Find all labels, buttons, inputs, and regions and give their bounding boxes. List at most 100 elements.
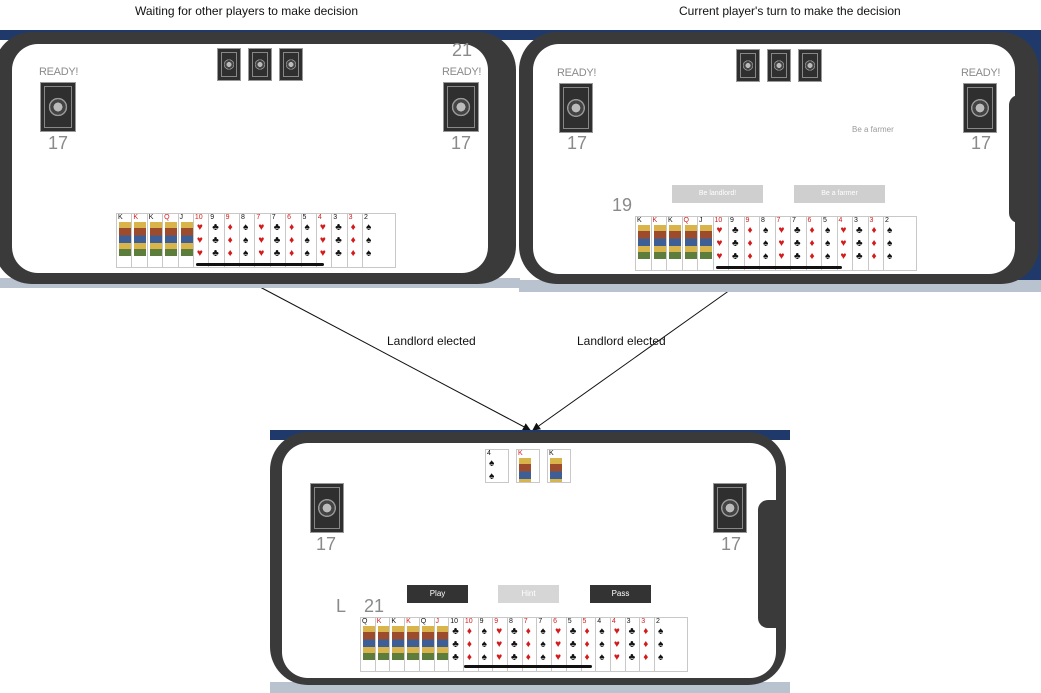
face-card-art — [363, 626, 375, 660]
left-player-status: READY! — [557, 67, 597, 79]
suit-pip-icon: ♠ — [540, 639, 546, 650]
suit-pip-icon: ♣ — [511, 626, 518, 637]
card-rank: Q — [362, 618, 368, 625]
card-rank: 6 — [287, 214, 292, 221]
card-rank: 3 — [348, 214, 353, 221]
card-rank: 7 — [538, 618, 543, 625]
bottom-card-back — [248, 48, 272, 81]
suit-pip-icon: ♣ — [212, 248, 219, 259]
suit-pip-icon: ♦ — [525, 626, 531, 637]
suit-pip-icon: ♦ — [289, 248, 295, 259]
suit-pip-icon: ♦ — [809, 251, 815, 262]
card-rank: Q — [683, 217, 689, 224]
card-rank: K — [118, 214, 123, 221]
card-rank: 10 — [464, 618, 473, 625]
face-card-art — [377, 626, 390, 660]
suit-pip-icon: ♠ — [540, 652, 546, 663]
decision-caption: Current player's turn to make the decisi… — [679, 4, 901, 18]
suit-pip-icon: ♠ — [489, 458, 495, 469]
suit-pip-icon: ♦ — [227, 235, 233, 246]
landlord-bottom-cards: 4♠♠♠ K K — [485, 449, 575, 483]
card-rank: Q — [420, 618, 427, 625]
suit-pip-icon: ♠ — [599, 626, 605, 637]
playing-card[interactable]: 4♠♠♠ — [485, 449, 509, 483]
suit-pip-icon: ♠ — [304, 222, 310, 233]
right-player-card-back — [963, 83, 997, 133]
suit-pip-icon: ♥ — [716, 251, 723, 262]
playing-card[interactable]: 2♠♠♠ — [362, 213, 396, 268]
hint-button[interactable]: Hint — [498, 585, 559, 603]
suit-pip-icon: ♥ — [555, 652, 562, 663]
playing-card[interactable]: 2♠♠♠ — [654, 617, 688, 672]
card-rank: 6 — [553, 618, 557, 625]
turn-timer: 21 — [364, 596, 385, 616]
card-rank: K — [376, 618, 382, 625]
card-rank: 3 — [626, 618, 631, 625]
suit-pip-icon: ♠ — [481, 626, 487, 637]
suit-pip-icon: ♣ — [794, 225, 801, 236]
suit-pip-icon: ♠ — [366, 248, 372, 259]
card-rank: 5 — [823, 217, 827, 224]
right-player-card-back — [443, 82, 479, 132]
suit-pip-icon: ♥ — [778, 225, 785, 236]
landlord-role-badge: L — [336, 596, 347, 616]
suit-pip-icon: ♣ — [794, 238, 801, 249]
card-rank: 9 — [479, 618, 484, 625]
face-card-art — [392, 626, 405, 660]
be-farmer-button[interactable]: Be a farmer — [794, 185, 885, 203]
suit-pip-icon: ♥ — [258, 248, 265, 259]
suit-pip-icon: ♦ — [747, 225, 753, 236]
suit-pip-icon: ♣ — [335, 248, 342, 259]
card-rank: K — [406, 618, 411, 625]
suit-pip-icon: ♥ — [496, 639, 503, 650]
left-player-card-back — [559, 83, 593, 133]
playing-card[interactable]: K — [516, 449, 540, 483]
playing-card[interactable]: K — [547, 449, 571, 483]
suit-pip-icon: ♣ — [732, 225, 739, 236]
card-rank: K — [391, 618, 397, 625]
turn-timer: 21 — [452, 40, 473, 60]
suit-pip-icon: ♠ — [887, 251, 893, 262]
pass-button[interactable]: Pass — [590, 585, 651, 603]
suit-pip-icon: ♣ — [628, 639, 636, 650]
suit-pip-icon: ♣ — [732, 251, 739, 262]
card-rank: J — [435, 618, 440, 625]
home-indicator — [716, 266, 842, 269]
suit-pip-icon: ♦ — [809, 238, 815, 249]
card-rank: K — [652, 217, 658, 224]
suit-pip-icon: ♦ — [747, 251, 753, 262]
suit-pip-icon: ♣ — [511, 639, 518, 650]
suit-pip-icon: ♣ — [335, 222, 342, 233]
card-rank: K — [549, 450, 554, 457]
right-player-card-count: 17 — [721, 534, 742, 554]
card-rank: 3 — [333, 214, 338, 221]
suit-pip-icon: ♥ — [258, 222, 265, 233]
face-card-art — [149, 222, 162, 256]
suit-pip-icon: ♥ — [196, 235, 203, 246]
suit-pip-icon: ♥ — [613, 626, 620, 637]
card-rank: 5 — [582, 618, 587, 625]
play-button[interactable]: Play — [407, 585, 468, 603]
suit-pip-icon: ♣ — [856, 225, 863, 236]
card-rank: 4 — [838, 217, 843, 224]
card-rank: 2 — [885, 217, 889, 224]
suit-pip-icon: ♦ — [350, 248, 356, 259]
be-landlord-button[interactable]: Be landlord! — [672, 185, 763, 203]
suit-pip-icon: ♠ — [243, 248, 249, 259]
suit-pip-icon: ♦ — [466, 639, 472, 650]
suit-pip-icon: ♥ — [716, 238, 723, 249]
face-card-art — [165, 222, 178, 256]
suit-pip-icon: ♠ — [304, 248, 310, 259]
suit-pip-icon: ♥ — [716, 225, 723, 236]
suit-pip-icon: ♣ — [273, 248, 281, 259]
face-card-art — [550, 458, 562, 482]
suit-pip-icon: ♠ — [763, 238, 769, 249]
playing-card[interactable]: 2♠♠♠ — [883, 216, 917, 271]
suit-pip-icon: ♦ — [466, 652, 472, 663]
suit-pip-icon: ♠ — [481, 652, 487, 663]
card-rank: 7 — [776, 217, 781, 224]
suit-pip-icon: ♣ — [628, 626, 636, 637]
suit-pip-icon: ♦ — [227, 248, 233, 259]
suit-pip-icon: ♥ — [840, 238, 847, 249]
